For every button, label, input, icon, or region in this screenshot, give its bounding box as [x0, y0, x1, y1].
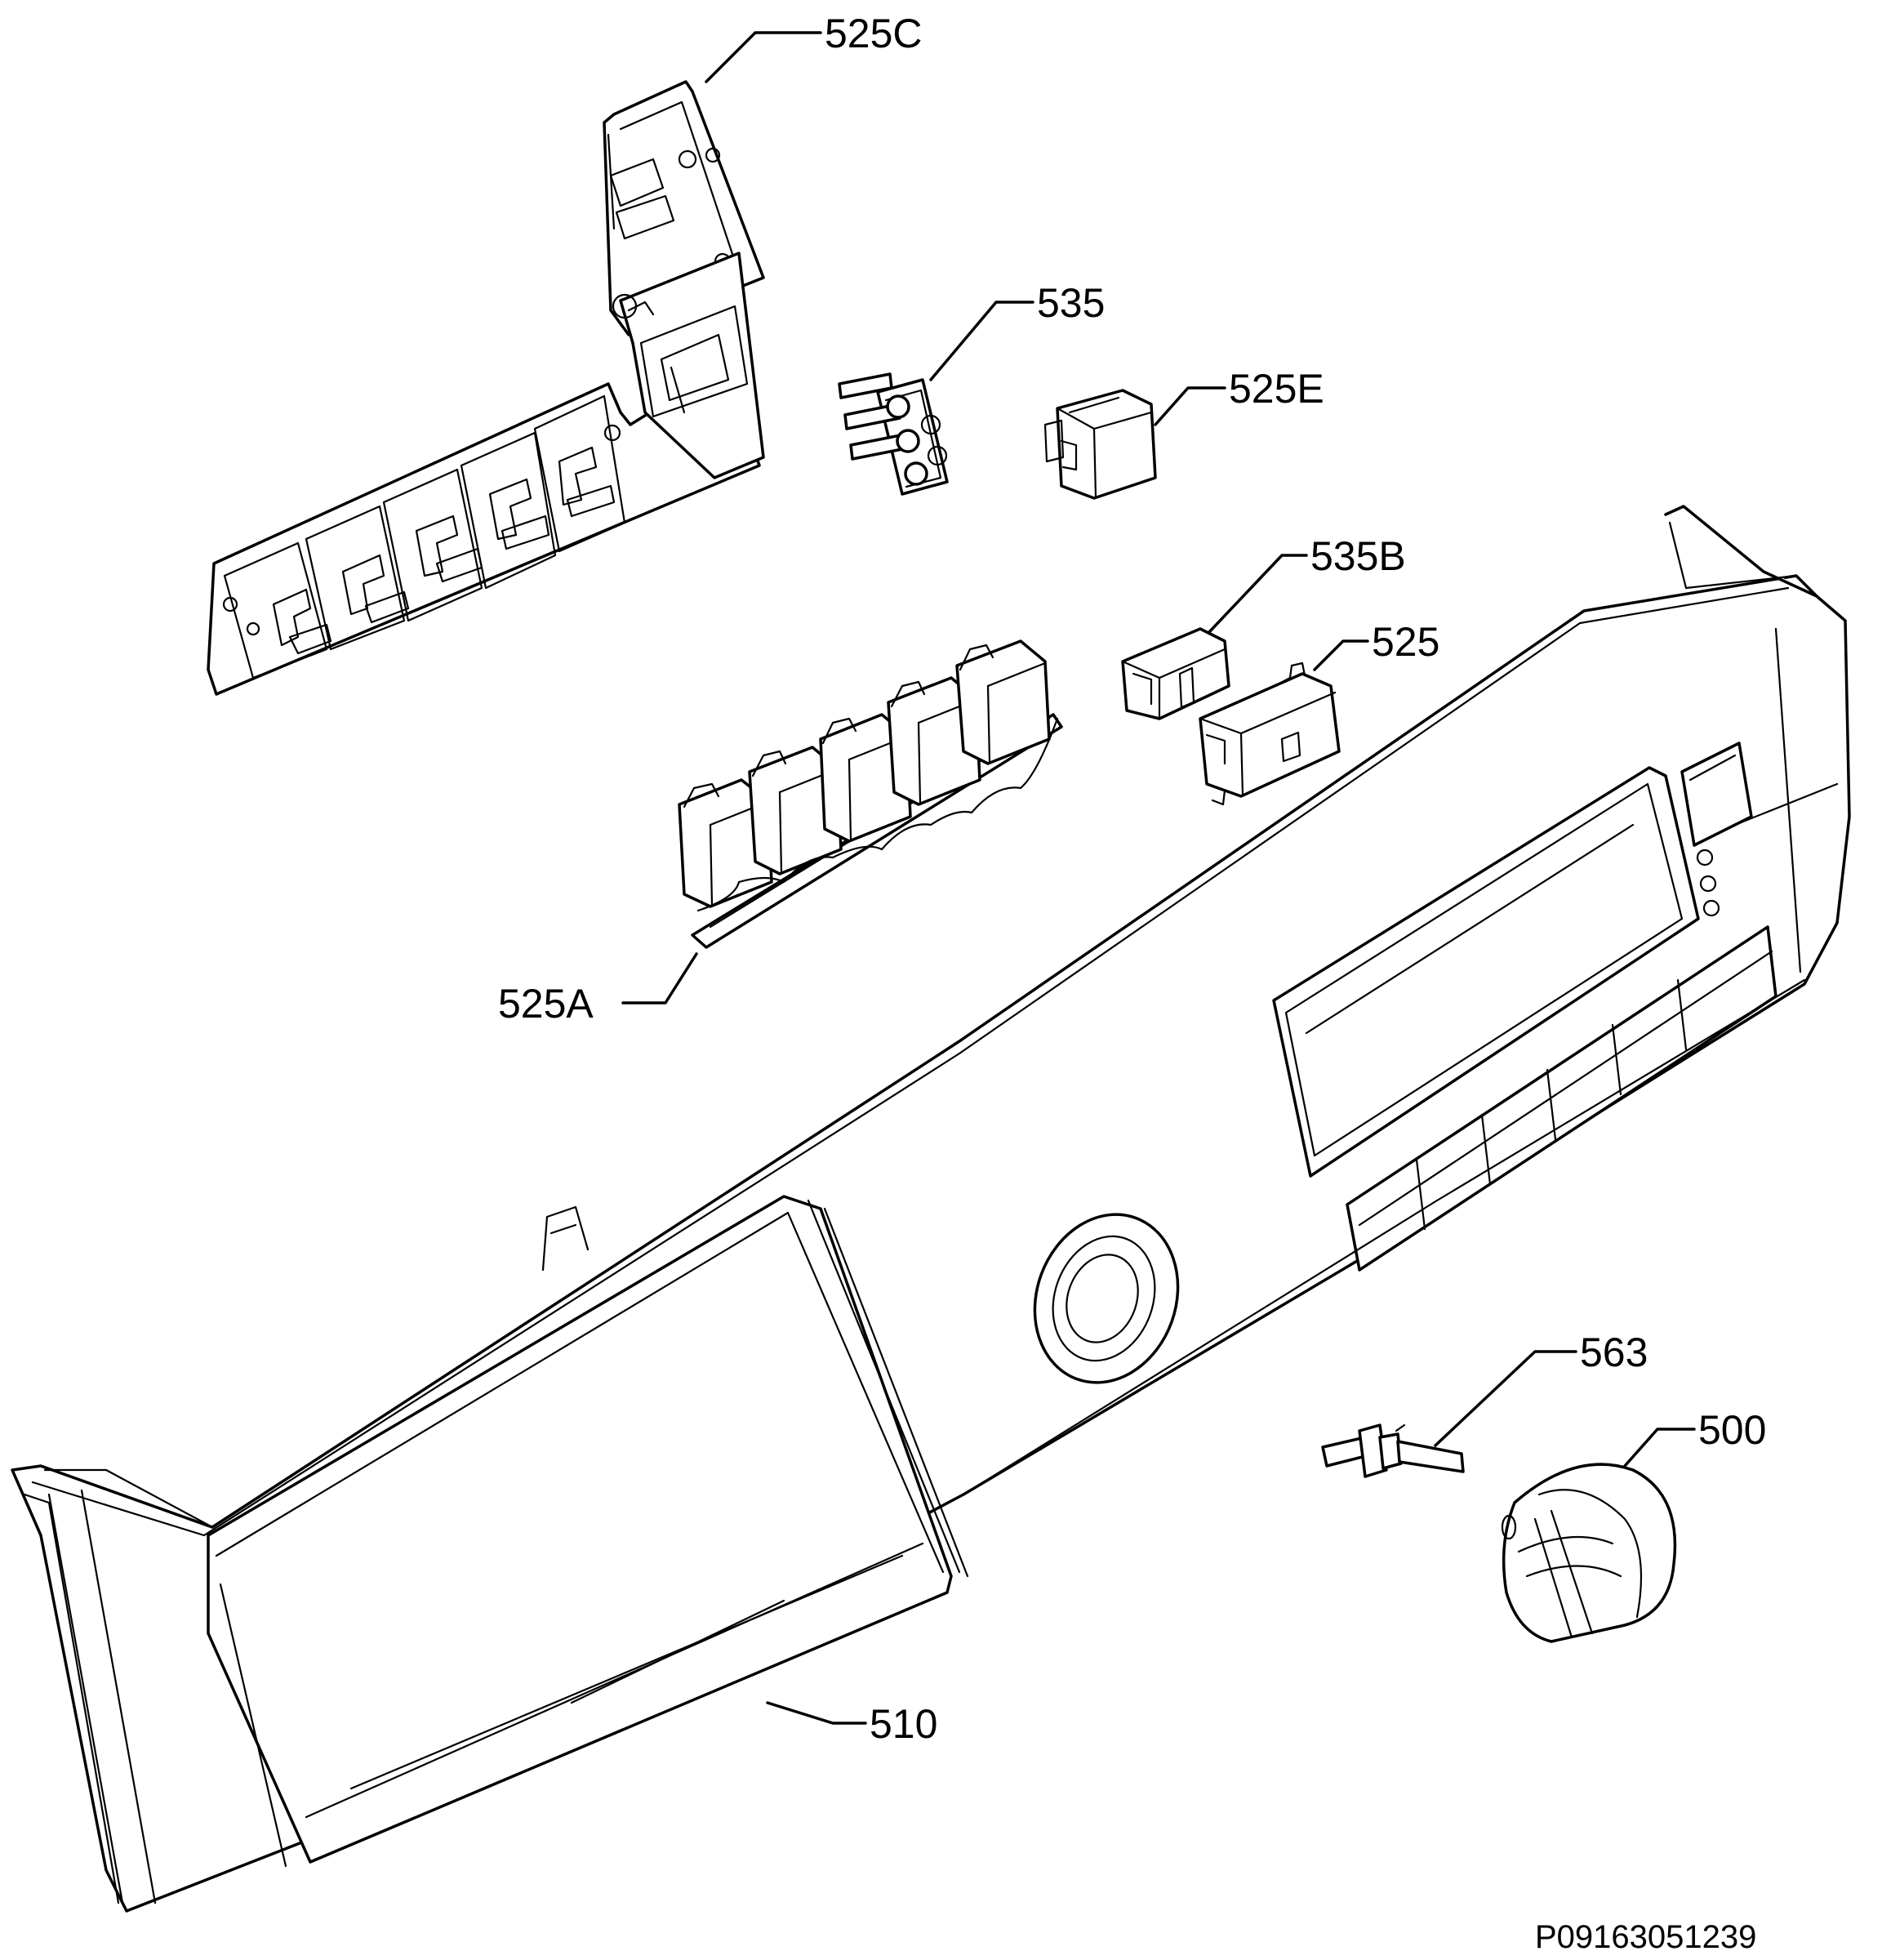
- part-525A-button-strip: [678, 639, 1063, 949]
- label-535B: 535B: [1310, 533, 1406, 579]
- part-563-shaft: [1321, 1423, 1465, 1478]
- callout-labels: 525C 535 525E 535B 525 525A 563 500 510 …: [498, 11, 1766, 1955]
- document-id: P09163051239: [1535, 1919, 1756, 1955]
- leader-525C: [705, 31, 822, 83]
- leader-525E: [1154, 386, 1226, 426]
- part-510-control-panel: [11, 505, 1851, 1913]
- label-525A: 525A: [498, 981, 594, 1027]
- part-500-knob: [1501, 1463, 1677, 1643]
- leader-525: [1313, 639, 1369, 671]
- label-500: 500: [1698, 1407, 1766, 1453]
- label-525C: 525C: [825, 11, 923, 56]
- part-525C-switch-carrier: [207, 80, 765, 696]
- part-525E-button: [1043, 389, 1157, 500]
- leader-500: [1623, 1428, 1696, 1468]
- leader-lines: [621, 31, 1696, 1725]
- label-525: 525: [1372, 619, 1439, 665]
- leader-535B: [1207, 554, 1308, 635]
- label-563: 563: [1580, 1330, 1648, 1375]
- part-535-connector: [838, 372, 949, 496]
- leader-510: [766, 1701, 867, 1725]
- label-535: 535: [1037, 280, 1105, 326]
- leader-535: [929, 301, 1034, 381]
- label-510: 510: [870, 1701, 937, 1747]
- leader-525A: [621, 952, 698, 1004]
- part-535B-button: [1121, 627, 1230, 720]
- leader-563: [1434, 1350, 1577, 1447]
- label-525E: 525E: [1229, 366, 1324, 412]
- part-525-button: [1199, 662, 1341, 806]
